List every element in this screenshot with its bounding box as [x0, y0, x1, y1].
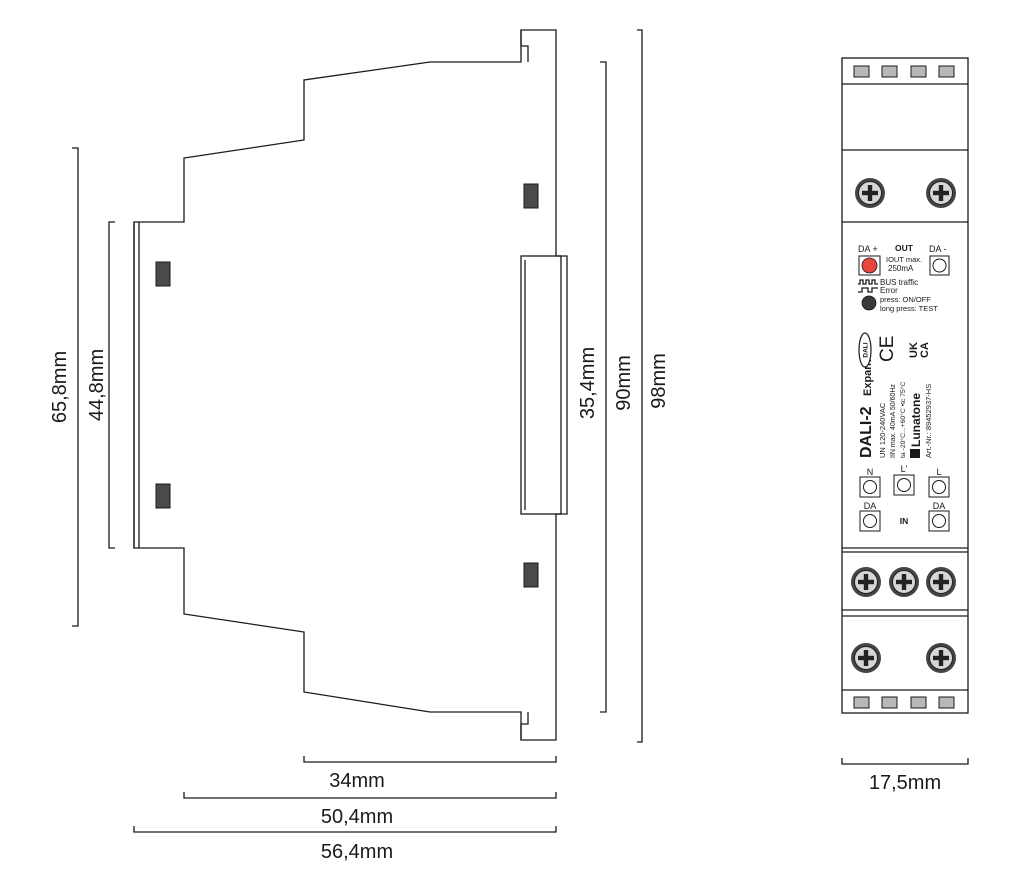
dim-label-34: 34mm	[329, 770, 385, 792]
terminal-tab	[853, 696, 870, 709]
ta-rating: ta -20°C...+60°C •tc 75°C	[899, 381, 907, 458]
dim-line-65-8	[72, 147, 79, 627]
iout-label: IOUT max.	[886, 255, 922, 264]
dim-label-35-4: 35,4mm	[577, 347, 599, 419]
terminal-hole-icon	[932, 480, 946, 494]
ukca-mark-top: UK	[908, 342, 920, 358]
da-minus-label: DA -	[929, 244, 947, 254]
dim-label-56-4: 56,4mm	[321, 841, 393, 863]
screw-icon	[851, 567, 881, 597]
out-label: OUT	[895, 243, 914, 253]
terminal-tab	[881, 65, 898, 78]
dim-label-50-4: 50,4mm	[321, 806, 393, 828]
side-view-housing	[133, 29, 568, 741]
din-clip-bottom	[520, 712, 529, 740]
ukca-mark-bottom: CA	[919, 342, 931, 358]
bus-traffic-label: BUS traffic	[880, 278, 918, 287]
front-view-housing	[841, 57, 969, 714]
terminal-da-left-label: DA	[864, 501, 877, 511]
dimension-labels: 65,8mm 44,8mm 35,4mm 90mm 98mm 34mm 50,4…	[49, 347, 941, 863]
dim-line-34	[303, 756, 557, 763]
dim-line-90	[600, 61, 607, 713]
screw-icon	[926, 567, 956, 597]
da-plus-label: DA +	[858, 244, 878, 254]
front-view: DA + OUT DA - IOUT max. 250mA BUS traffi…	[841, 57, 969, 714]
side-view	[133, 29, 568, 741]
in-label: IN	[900, 516, 909, 526]
lunatone-logo-icon	[910, 449, 920, 458]
iout-value: 250mA	[888, 264, 914, 273]
screw-icon	[889, 567, 919, 597]
dim-label-44-8: 44,8mm	[86, 349, 108, 421]
dim-label-17-5: 17,5mm	[869, 772, 941, 794]
screw-icon	[851, 643, 881, 673]
screw-icon	[855, 178, 885, 208]
screw-icon	[926, 643, 956, 673]
bus-traffic-signal-icon	[858, 279, 878, 285]
dim-label-98: 98mm	[648, 353, 670, 409]
press-label: press: ON/OFF	[880, 295, 931, 304]
un-rating: UN 120-240VAC	[878, 402, 887, 458]
long-press-label: long press: TEST	[880, 304, 938, 313]
brand-label: Lunatone	[909, 393, 923, 447]
dim-label-65-8: 65,8mm	[49, 351, 71, 423]
error-signal-icon	[858, 287, 878, 293]
terminal-tab	[881, 696, 898, 709]
terminal-tab	[910, 65, 927, 78]
status-led-icon	[861, 257, 878, 274]
art-nr-label: Art.-Nr.: 89452937-HS	[924, 384, 933, 458]
terminal-n-label: N	[867, 467, 874, 477]
dali-logo-icon	[858, 332, 872, 368]
terminal-tab	[938, 65, 955, 78]
product-name: DALI-2	[858, 406, 875, 458]
terminal-l-label: L	[936, 467, 941, 477]
dimension-lines	[72, 29, 969, 833]
terminal-hole-icon	[863, 514, 877, 528]
in-rating: IIN max. 40mA 50/60Hz	[890, 384, 897, 458]
latch-clip	[155, 261, 171, 287]
error-label: Error	[880, 286, 898, 295]
rotated-product-text: DALI-2 Expander UN 120-240VAC IIN max. 4…	[858, 332, 933, 458]
latch-clip	[523, 562, 539, 588]
dim-label-90: 90mm	[613, 355, 635, 411]
terminal-da-right-label: DA	[933, 501, 946, 511]
terminal-tab	[938, 696, 955, 709]
terminal-hole-icon	[897, 478, 911, 492]
terminal-hole-icon	[932, 258, 947, 273]
terminal-hole-icon	[863, 480, 877, 494]
test-button[interactable]	[861, 295, 877, 311]
front-label-panel: DA + OUT DA - IOUT max. 250mA BUS traffi…	[858, 243, 950, 532]
dim-line-56-4	[133, 826, 557, 833]
dim-line-44-8	[108, 221, 115, 549]
latch-clip	[155, 483, 171, 509]
screw-icon	[926, 178, 956, 208]
din-rail-slot	[520, 255, 562, 515]
latch-clip	[523, 183, 539, 209]
dim-line-98	[637, 29, 643, 743]
terminal-tab	[910, 696, 927, 709]
ce-mark: CE	[877, 336, 898, 362]
terminal-tab	[853, 65, 870, 78]
dim-line-50-4	[183, 792, 557, 799]
terminal-l-prime-label: L'	[901, 464, 908, 474]
terminal-hole-icon	[932, 514, 946, 528]
din-clip-top	[520, 30, 529, 62]
dim-line-17-5	[841, 758, 969, 765]
dali-logo-text: DALI	[863, 342, 870, 357]
